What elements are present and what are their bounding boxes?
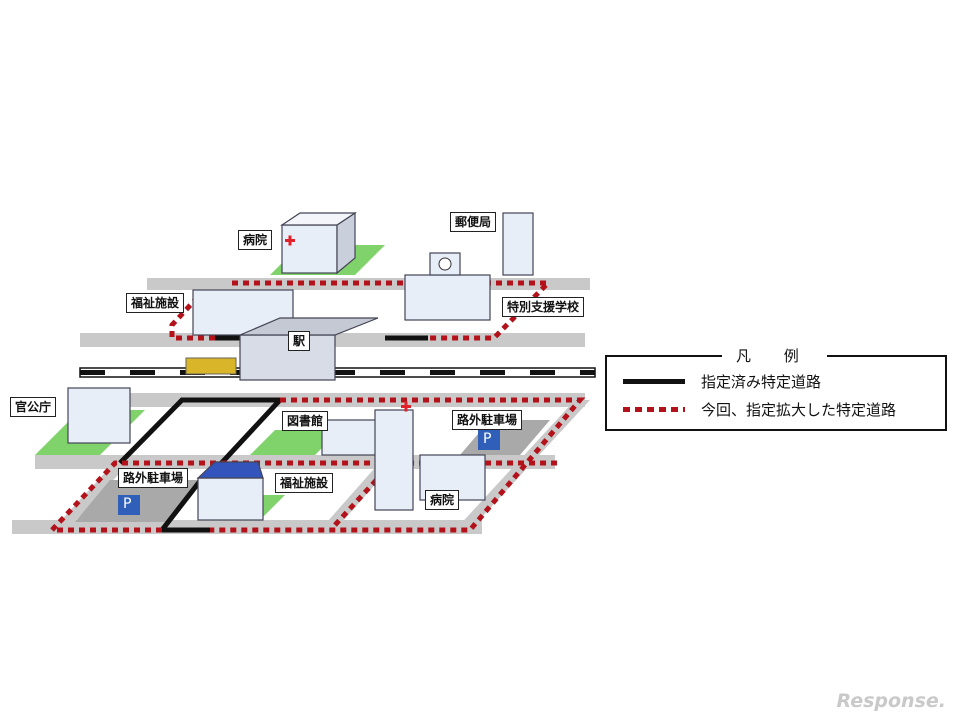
label-welfare-bottom: 福祉施設 xyxy=(275,473,334,493)
buildings xyxy=(67,211,534,521)
parking-sign-icon xyxy=(118,430,500,515)
legend-item-designated: 指定済み特定道路 xyxy=(623,371,821,392)
label-library: 図書館 xyxy=(282,411,329,431)
dotted-line-swatch xyxy=(623,407,685,412)
library-building xyxy=(321,419,378,456)
government-building xyxy=(67,387,131,444)
legend-item-expanded: 今回、指定拡大した特定道路 xyxy=(623,399,896,420)
label-hospital-bottom: 病院 xyxy=(425,490,460,510)
label-parking-right: 路外駐車場 xyxy=(452,410,523,430)
solid-line-swatch xyxy=(623,379,685,384)
post-office-building xyxy=(502,212,534,276)
legend-label: 今回、指定拡大した特定道路 xyxy=(701,401,897,419)
hospital-top-building xyxy=(281,224,338,274)
label-government: 官公庁 xyxy=(10,397,57,417)
label-welfare-top: 福祉施設 xyxy=(126,293,185,313)
watermark-logo: Response. xyxy=(836,690,946,712)
train xyxy=(185,357,237,375)
label-station: 駅 xyxy=(288,331,311,351)
legend-title: 凡 例 xyxy=(722,345,827,366)
hospital-bottom-building xyxy=(374,409,414,511)
label-parking-left: 路外駐車場 xyxy=(118,468,189,488)
label-hospital-top: 病院 xyxy=(238,230,273,250)
station-building xyxy=(239,334,336,381)
parking-sign-left: P xyxy=(123,496,132,512)
label-post-office: 郵便局 xyxy=(450,212,497,232)
legend-label: 指定済み特定道路 xyxy=(701,373,822,391)
clock-icon xyxy=(438,257,452,271)
legend: 凡 例 指定済み特定道路 今回、指定拡大した特定道路 xyxy=(605,345,947,431)
label-special-school: 特別支援学校 xyxy=(502,297,585,317)
railway xyxy=(79,357,596,378)
school-building xyxy=(404,274,491,321)
roads xyxy=(12,278,590,534)
parking-sign-right: P xyxy=(483,431,492,447)
welfare-bottom-building xyxy=(197,477,264,521)
red-cross-icon xyxy=(285,235,411,412)
